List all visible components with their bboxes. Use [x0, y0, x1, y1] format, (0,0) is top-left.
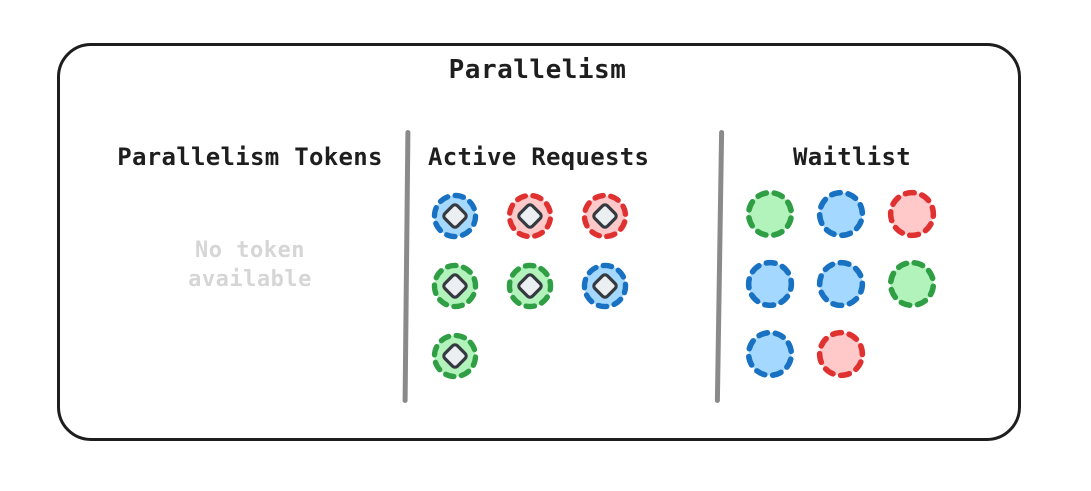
active-request-chip-red: [580, 191, 630, 241]
active-request-chip-blue: [580, 261, 630, 311]
diagram-title: Parallelism: [448, 55, 627, 85]
chip-row: [744, 328, 938, 380]
waitlist-grid: [744, 188, 938, 380]
active-requests-heading: Active Requests: [428, 143, 650, 171]
no-token-message: No token available: [100, 236, 400, 294]
active-requests-grid: [430, 191, 630, 381]
no-token-message-line2: available: [188, 267, 312, 292]
chip-row: [430, 331, 630, 381]
active-request-chip-green: [505, 261, 555, 311]
waitlist-chip-blue: [744, 258, 796, 310]
active-request-chip-green: [430, 331, 480, 381]
waitlist-chip-red: [886, 188, 938, 240]
waitlist-chip-green: [744, 188, 796, 240]
chip-row: [744, 258, 938, 310]
waitlist-heading: Waitlist: [793, 143, 911, 171]
active-request-chip-blue: [430, 191, 480, 241]
waitlist-chip-blue: [815, 188, 867, 240]
parallelism-frame: [57, 43, 1021, 441]
active-request-chip-green: [430, 261, 480, 311]
waitlist-chip-blue: [815, 258, 867, 310]
waitlist-chip-red: [815, 328, 867, 380]
chip-row: [430, 191, 630, 241]
waitlist-chip-green: [886, 258, 938, 310]
chip-row: [430, 261, 630, 311]
no-token-message-line1: No token: [195, 238, 305, 263]
tokens-section-heading: Parallelism Tokens: [117, 143, 383, 171]
active-request-chip-red: [505, 191, 555, 241]
chip-row: [744, 188, 938, 240]
waitlist-chip-blue: [744, 328, 796, 380]
